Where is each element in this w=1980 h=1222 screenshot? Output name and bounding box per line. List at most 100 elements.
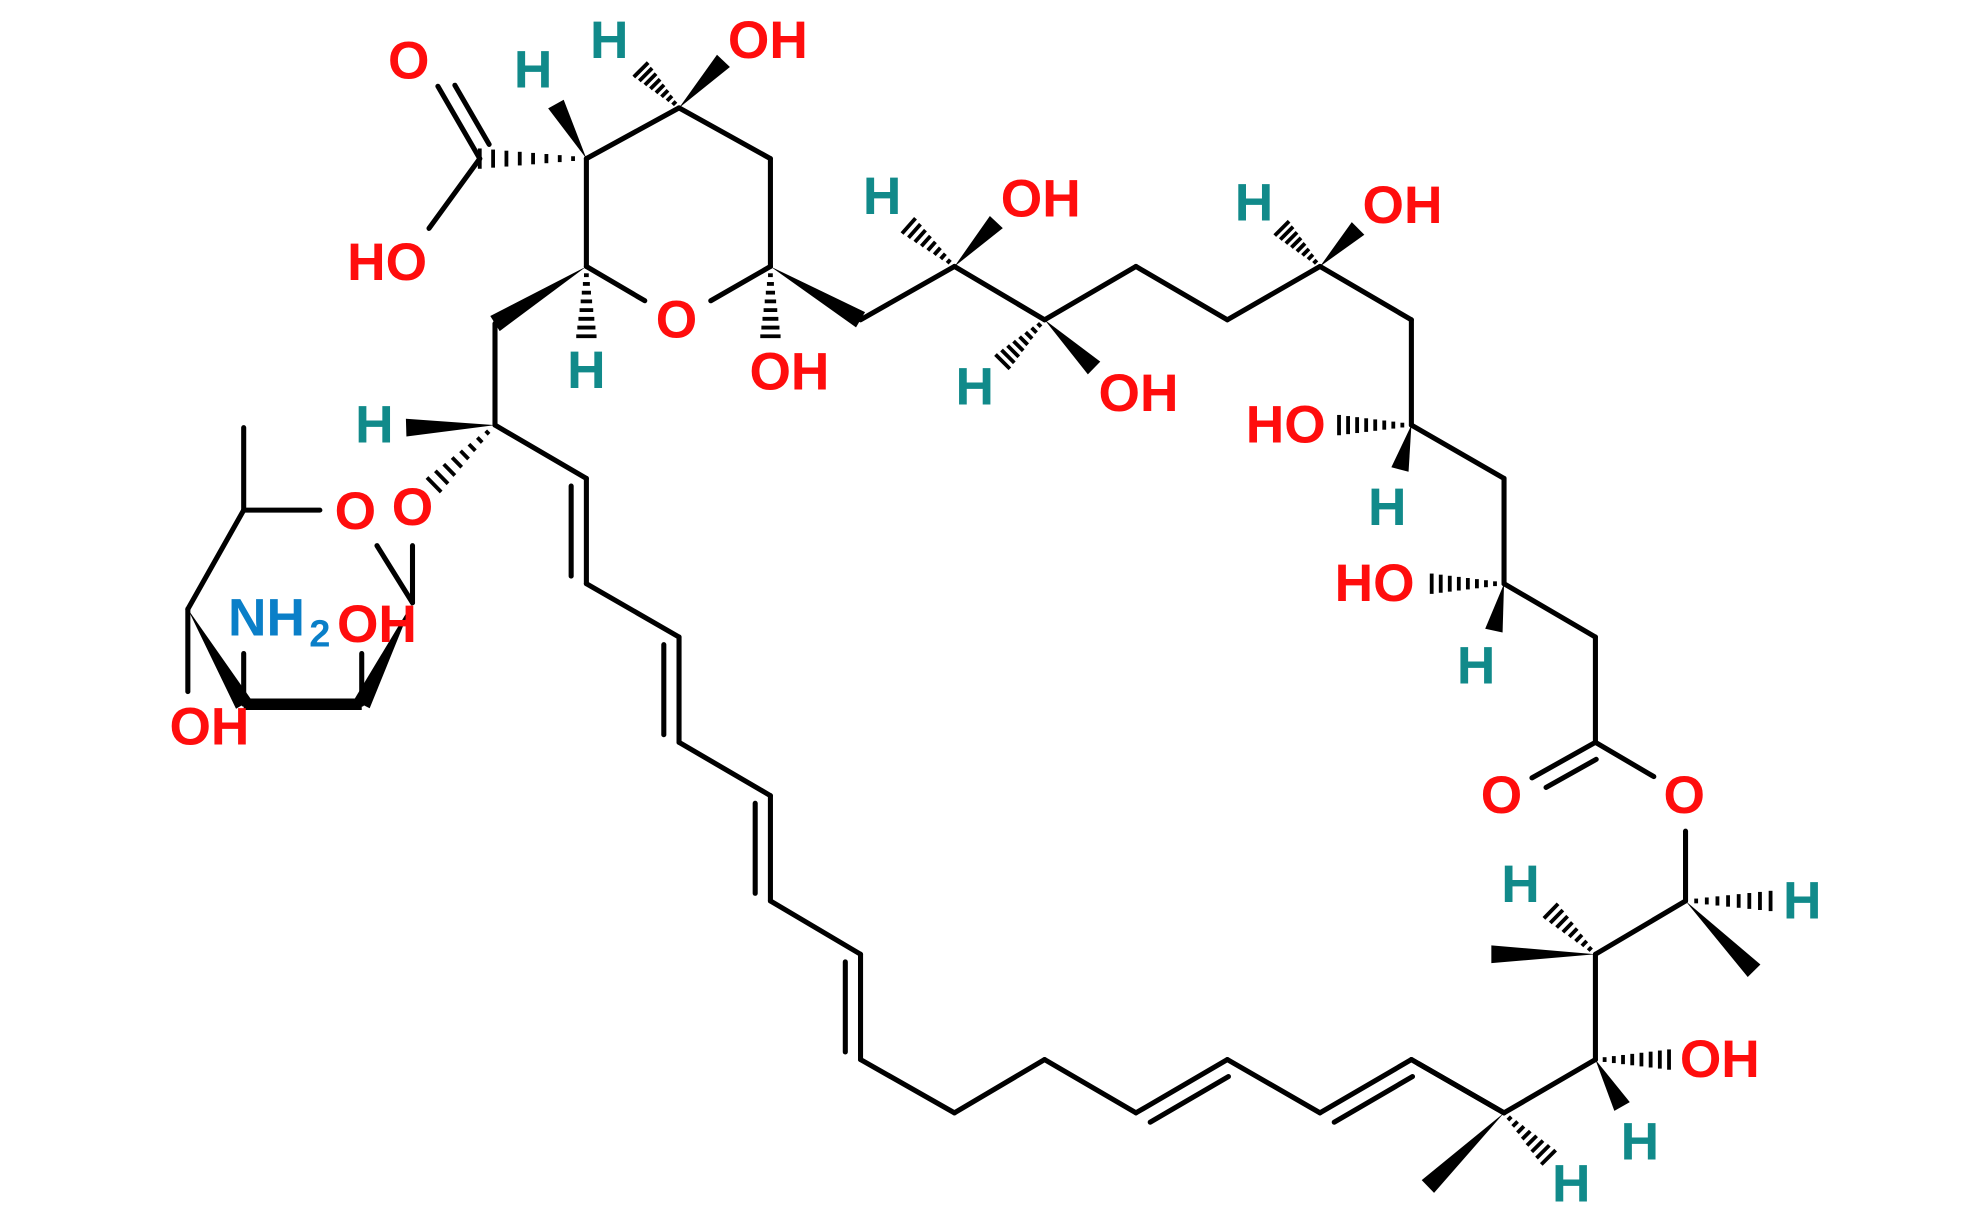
hash-bond [900, 217, 917, 235]
wedge-bond [1491, 945, 1596, 964]
hydroxyl-label: OH [728, 11, 808, 70]
single-bond [1224, 1057, 1323, 1116]
hash-bond [1567, 927, 1579, 939]
single-bond [1042, 263, 1139, 323]
hydroxyl-label: OH [337, 595, 417, 654]
hash-bond [919, 234, 932, 248]
single-bond [583, 581, 682, 640]
wedge-bond [490, 266, 587, 332]
hash-bond [1036, 321, 1043, 329]
hash-bond [450, 456, 464, 469]
single-bond [426, 156, 483, 231]
wedge-bond [548, 99, 587, 159]
single-bond [185, 507, 247, 612]
single-bond [1592, 739, 1657, 780]
acid-carbonyl-oxygen: O [388, 31, 429, 90]
hydroxyl-label: OH [1680, 1030, 1760, 1089]
single-bond [951, 263, 1048, 323]
hash-bond [1548, 908, 1565, 925]
hash-bond [1024, 330, 1034, 341]
hydroxyl-label: HO [1246, 396, 1326, 455]
ester-carbonyl-oxygen: O [1481, 766, 1522, 825]
hash-bond [671, 100, 678, 107]
hash-bond [1574, 933, 1584, 943]
single-bond [1501, 581, 1598, 640]
single-bond [858, 1057, 957, 1116]
hydrogen-label: H [1457, 637, 1496, 696]
single-bond [1317, 1057, 1414, 1116]
single-bond [1317, 263, 1414, 323]
hash-bond [1520, 1129, 1532, 1141]
single-bond [1501, 1057, 1598, 1116]
hash-bond [632, 61, 650, 79]
wedge-bond [1391, 425, 1412, 472]
wedge-bond [1421, 1112, 1505, 1193]
wedge-bond [353, 602, 413, 709]
hydroxyl-label: OH [169, 698, 249, 757]
hydroxyl-label: OH [1363, 176, 1443, 235]
hash-bond [434, 469, 450, 486]
single-bond [1529, 739, 1598, 781]
wedge-bond [1044, 319, 1101, 375]
wedge-bond [1685, 900, 1761, 977]
single-bond [767, 898, 864, 957]
hydrogen-label: H [863, 167, 902, 226]
hydroxyl-label: OH [1099, 364, 1179, 423]
hash-bond [1312, 258, 1319, 265]
hash-bond [994, 353, 1012, 371]
hydrogen-label: H [590, 11, 629, 70]
glycosidic-oxygen: O [392, 478, 433, 537]
hash-bond [1295, 242, 1307, 253]
hydroxyl-label: HO [1335, 554, 1415, 613]
hash-bond [475, 436, 484, 444]
double-bond [1331, 1074, 1416, 1125]
hash-bond [459, 449, 470, 461]
wedge-bond [770, 266, 866, 328]
wedge-bond [954, 215, 1003, 267]
sugar-ring-oxygen: O [335, 482, 376, 541]
amine-label: NH [228, 588, 305, 647]
hydrogen-label: H [1235, 174, 1274, 233]
hydrogen-label: H [1368, 478, 1407, 537]
hash-bond [649, 77, 662, 91]
ester-oxygen: O [1664, 766, 1705, 825]
acid-hydroxyl: HO [347, 233, 427, 292]
double-bond [452, 82, 492, 147]
ring-oxygen: O [656, 290, 697, 349]
hydrogen-label: H [1501, 855, 1540, 914]
hydrogen-label: H [514, 40, 553, 99]
single-bond [708, 263, 773, 304]
hydrogen-label: H [956, 358, 995, 417]
double-bond [1543, 756, 1599, 790]
single-bond [951, 1057, 1048, 1116]
wedge-bond [187, 609, 252, 709]
wedge-bond [405, 418, 495, 437]
hydroxyl-label: OH [749, 342, 829, 401]
hash-bond [1278, 225, 1295, 241]
double-bond [1147, 1074, 1231, 1125]
hash-bond [1535, 1143, 1551, 1160]
single-bond [435, 83, 483, 162]
wedge-bond [1485, 583, 1505, 633]
hash-bond [1006, 344, 1021, 359]
hash-bond [1290, 236, 1303, 249]
hash-bond [637, 66, 654, 83]
single-bond [1133, 263, 1230, 323]
hash-bond [1555, 914, 1569, 929]
single-bond [1133, 1057, 1230, 1116]
hydrogen-label: H [1783, 871, 1822, 930]
hash-bond [660, 88, 670, 99]
single-bond [676, 739, 773, 799]
hash-bond [1542, 902, 1560, 920]
amine-subscript: 2 [309, 613, 330, 655]
single-bond [492, 422, 589, 481]
hash-bond [1306, 253, 1315, 261]
hash-bond [1525, 1134, 1538, 1147]
single-bond [1408, 1057, 1507, 1116]
hash-bond [932, 246, 942, 256]
hash-bond [425, 476, 443, 494]
hash-bond [1530, 1139, 1545, 1154]
hash-bond [907, 222, 922, 239]
single-bond [583, 263, 648, 304]
